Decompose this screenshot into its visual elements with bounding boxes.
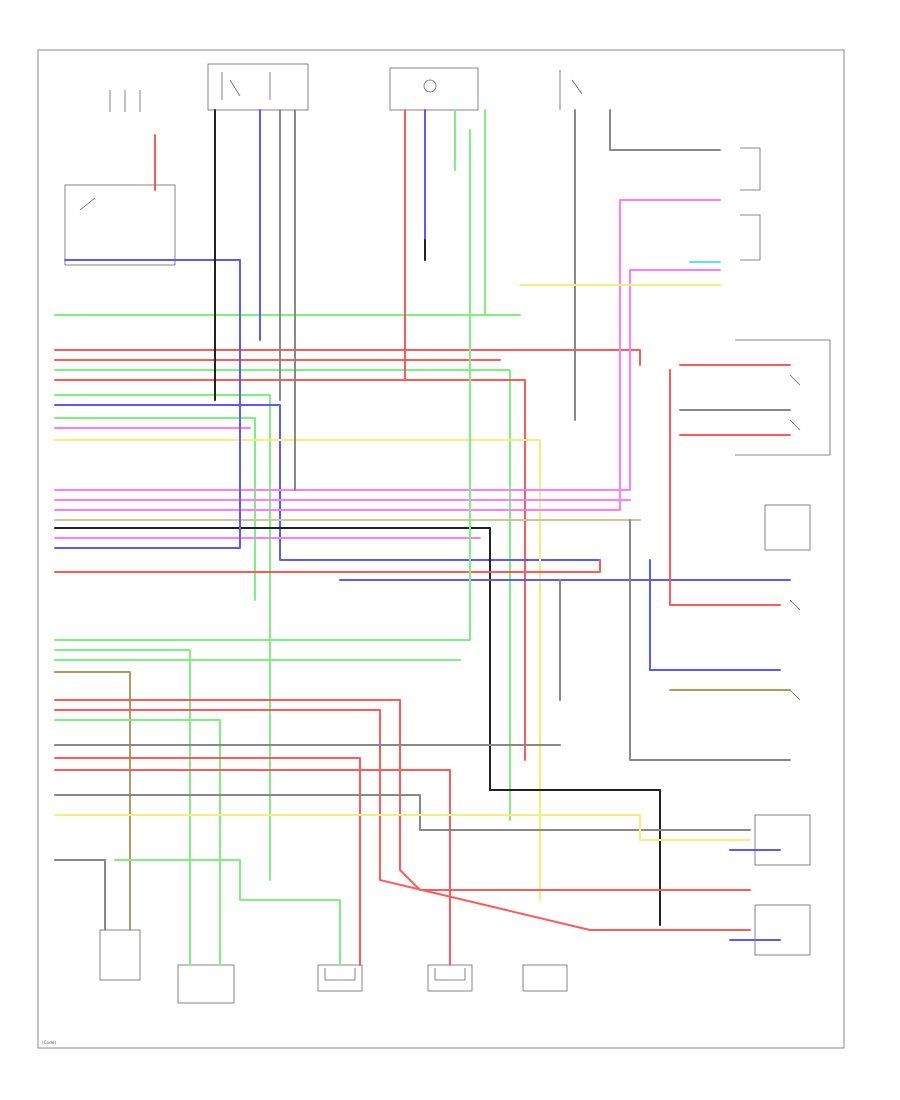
wire-network [54, 109, 791, 966]
fuel-relay [64, 184, 176, 266]
ecm-relay [389, 67, 479, 111]
right-side-components [754, 599, 811, 956]
main-relay [207, 63, 309, 111]
bottom-sensors [99, 929, 568, 1004]
brake-switch [559, 70, 583, 110]
transmission-switch [740, 147, 761, 261]
diagram-border [37, 49, 845, 1049]
footer-code: (Code) [42, 1040, 56, 1045]
ignition-switch [109, 90, 141, 112]
throttle-position-sensor [764, 504, 811, 551]
overdrive-switch-box [735, 339, 831, 456]
